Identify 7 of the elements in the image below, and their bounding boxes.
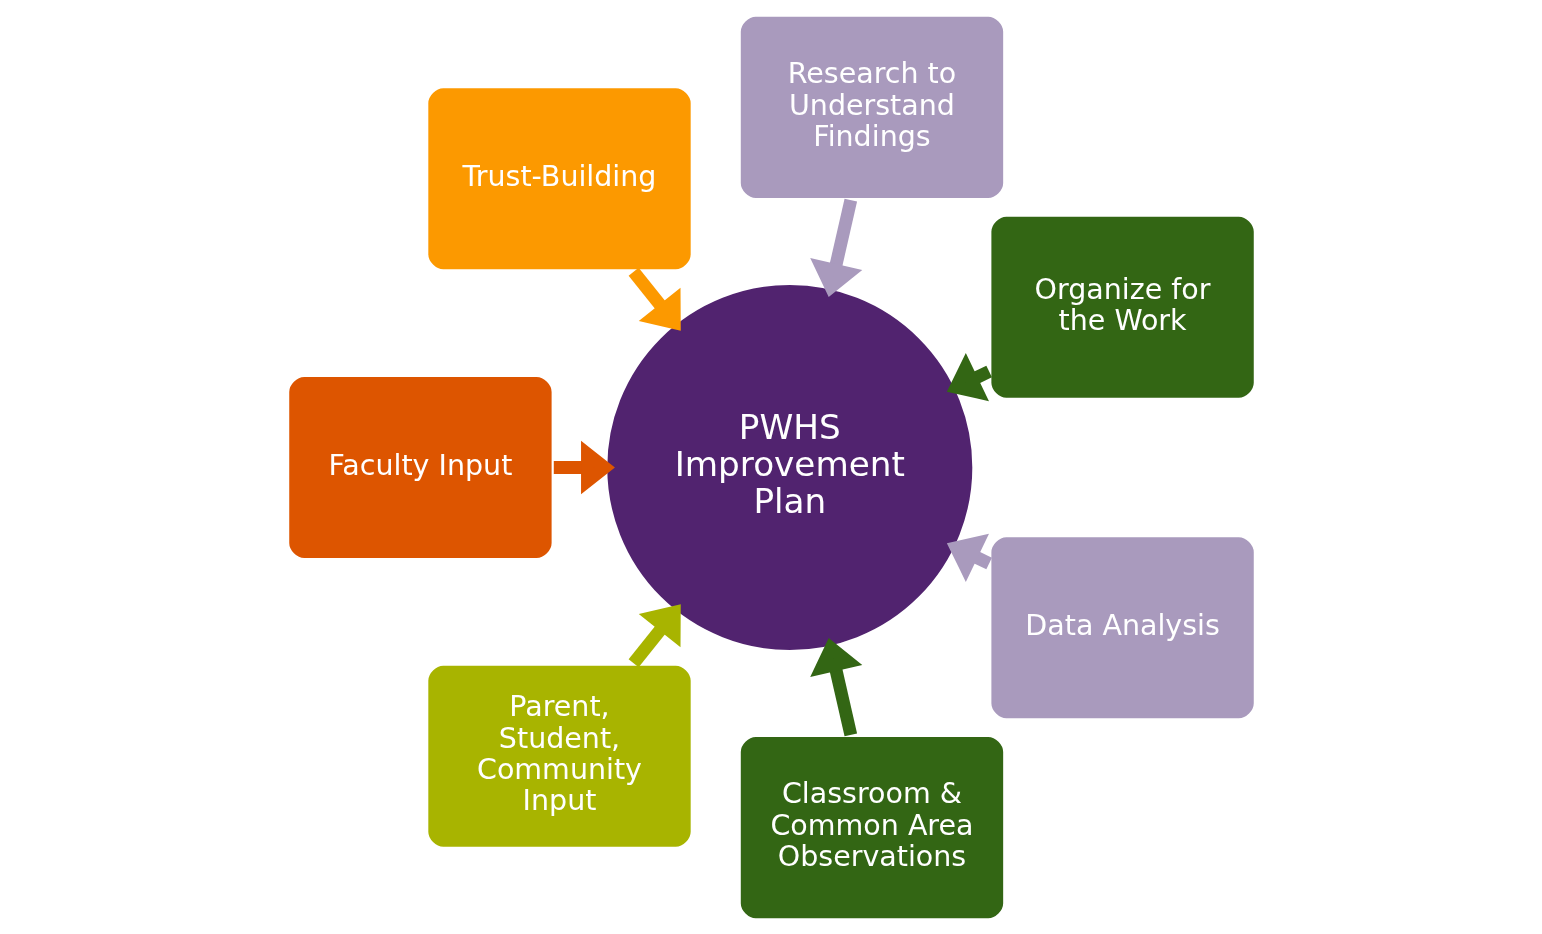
arrow: [553, 440, 615, 494]
arrow: [946, 352, 992, 401]
arrow: [946, 533, 992, 582]
arrow: [628, 603, 681, 667]
arrow: [809, 198, 862, 297]
arrow: [809, 637, 862, 736]
arrow: [628, 267, 681, 331]
